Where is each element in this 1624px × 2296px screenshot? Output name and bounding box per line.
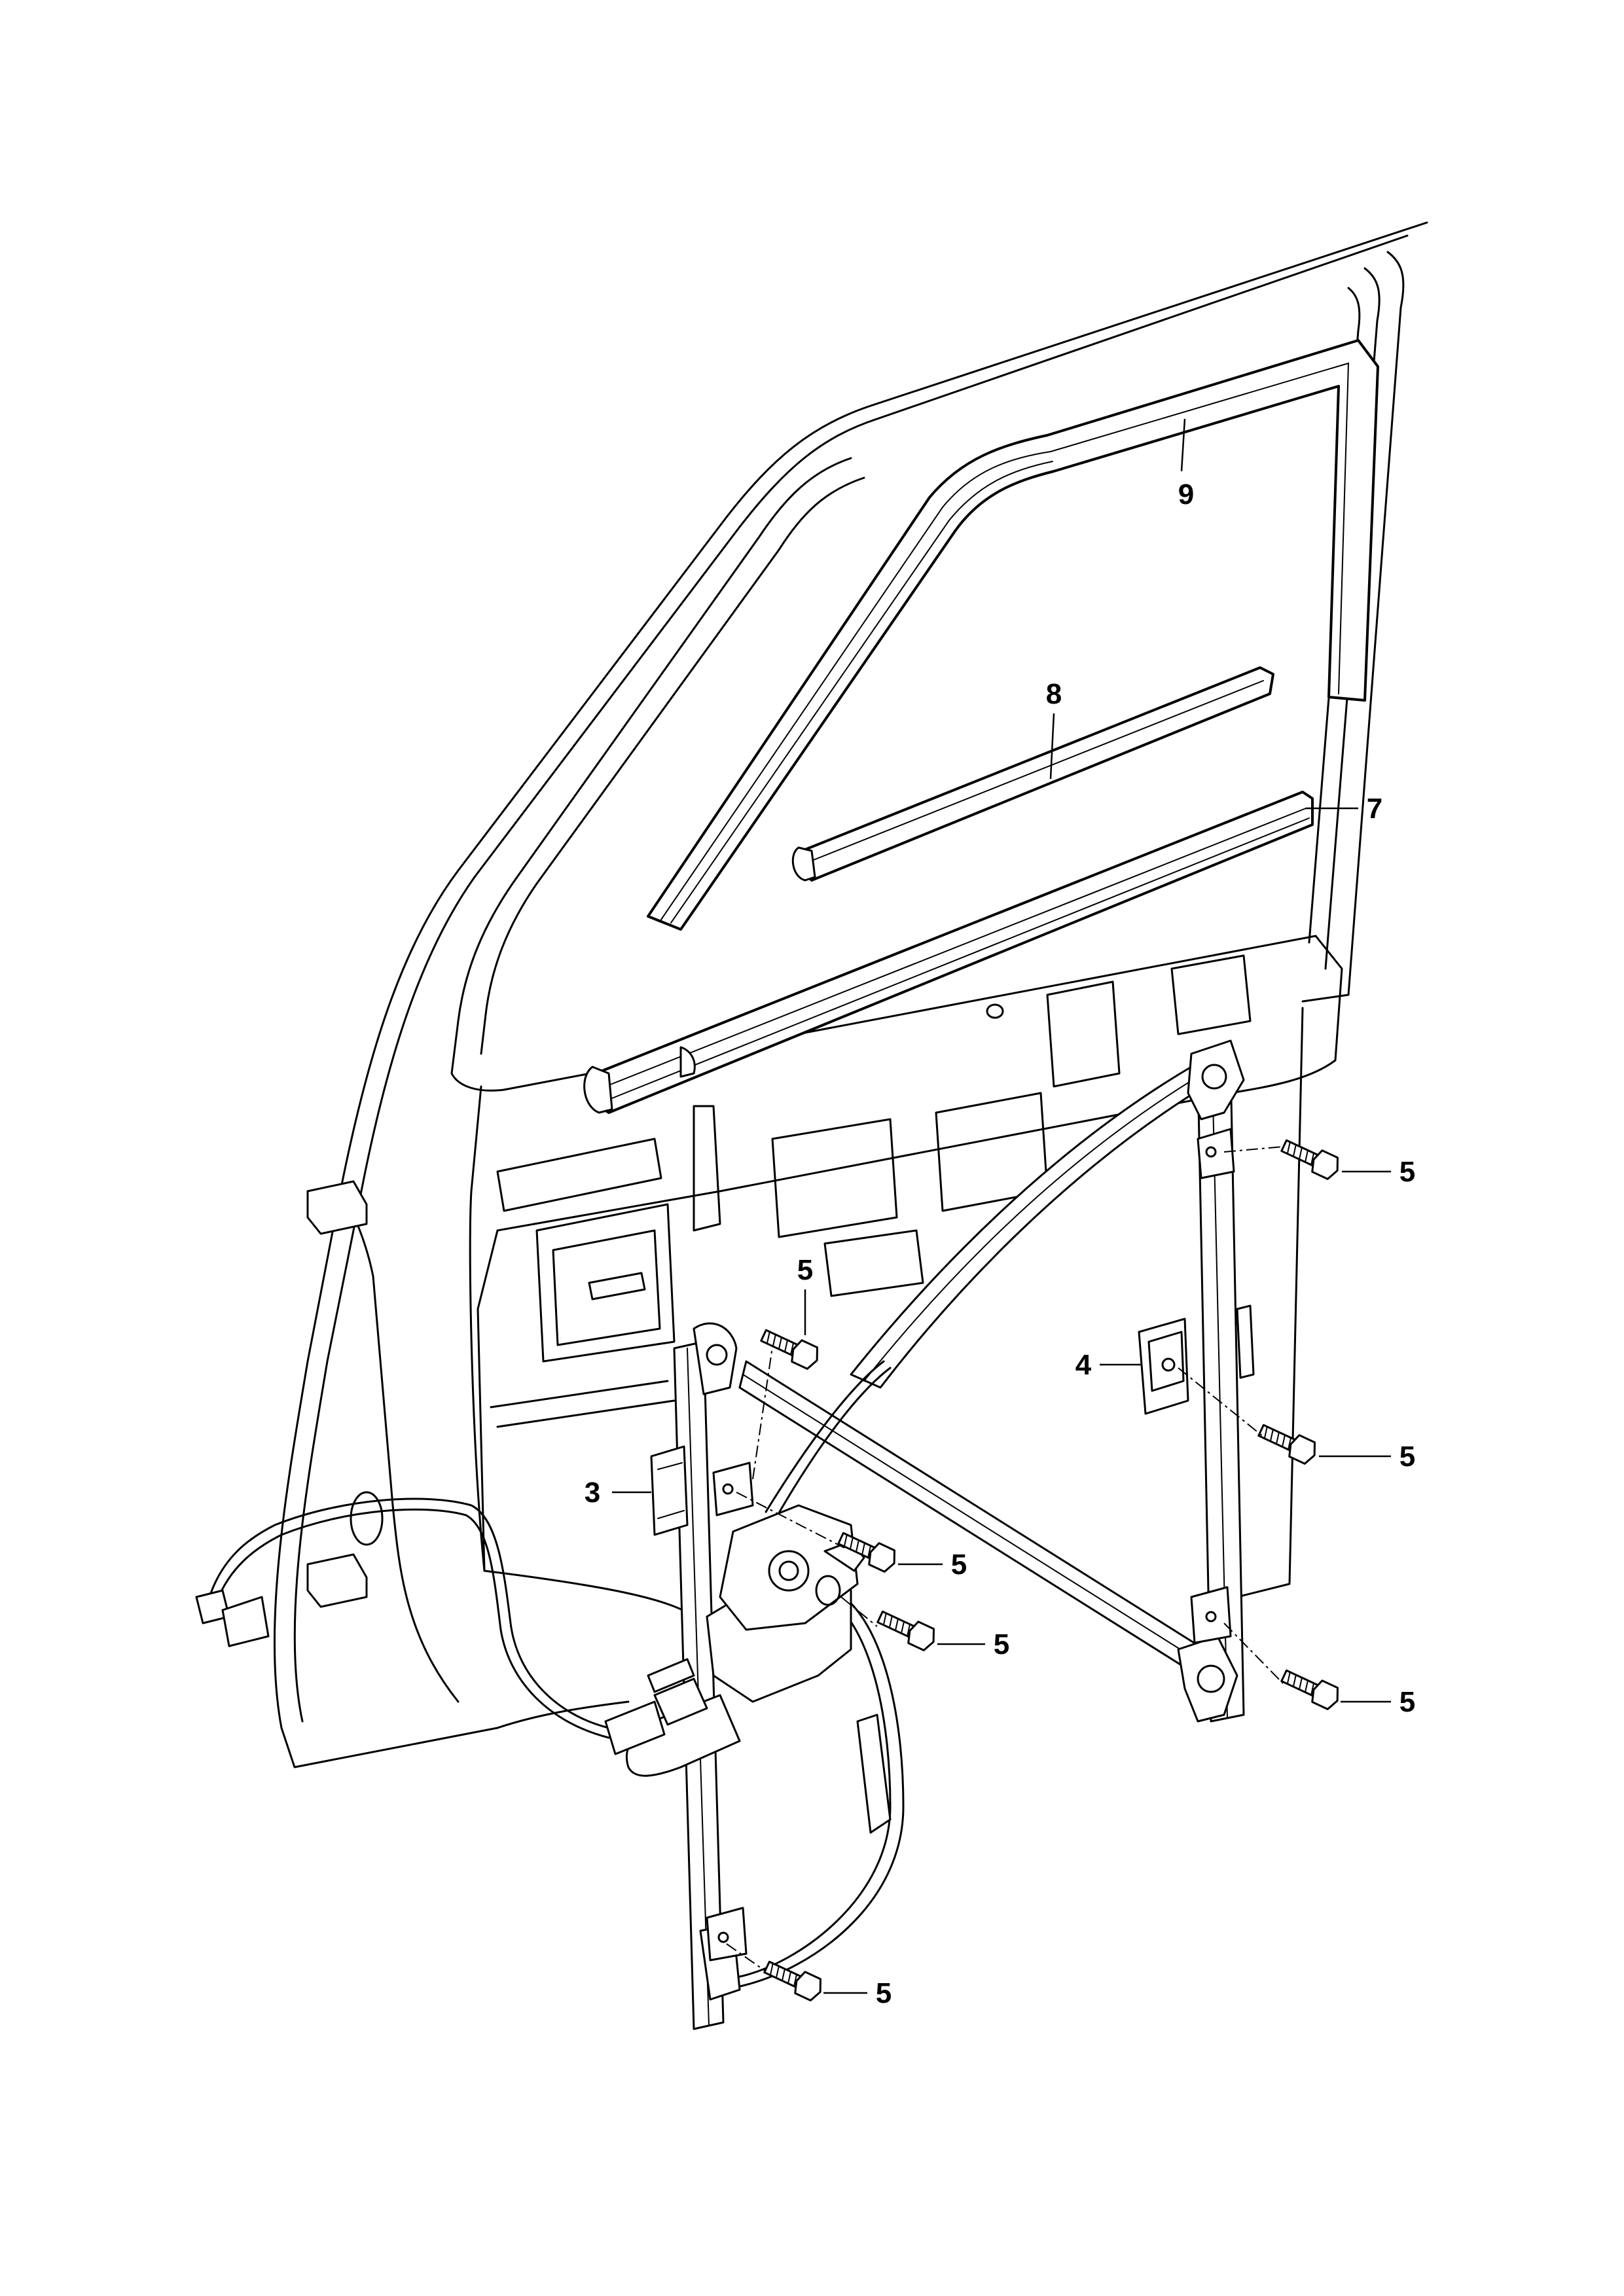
bolt	[763, 1960, 821, 2001]
window-regulator-motor	[625, 1504, 865, 1777]
glass-channel-bracket	[1138, 1304, 1255, 1415]
callout-4: 4	[1075, 1349, 1092, 1381]
leader-lines	[612, 418, 1391, 1994]
callout-5-upper-left: 5	[797, 1254, 813, 1286]
callout-5-top-right: 5	[1399, 1156, 1415, 1188]
door-window-channel-seal	[647, 339, 1379, 931]
regulator-clip	[650, 1445, 689, 1536]
bolt	[1280, 1669, 1339, 1710]
callout-5-bottom-right: 5	[1399, 1686, 1415, 1718]
callout-5-bottom-left: 5	[876, 1977, 892, 2009]
wiring-harness	[195, 1498, 666, 1755]
window-regulator	[673, 1039, 1245, 2030]
bolt	[837, 1532, 895, 1573]
callout-5-bracket: 5	[1399, 1441, 1415, 1473]
inner-belt-weatherstrip	[791, 666, 1274, 882]
outer-belt-weatherstrip	[583, 791, 1314, 1114]
bolt	[876, 1610, 935, 1651]
callout-9: 9	[1178, 478, 1194, 511]
alignment-lines	[726, 1146, 1284, 1972]
bolt	[760, 1329, 818, 1370]
callout-8: 8	[1046, 678, 1062, 710]
callout-7: 7	[1367, 793, 1382, 825]
callout-5-motor-lower: 5	[994, 1628, 1009, 1660]
bolt	[1280, 1139, 1339, 1180]
callout-labels: 9 8 7 4 3 5 5 5 5 5 5 5	[585, 478, 1415, 2009]
callout-5-motor-upper: 5	[951, 1549, 967, 1581]
door-shell	[273, 221, 1428, 1768]
bolt-group	[760, 1139, 1339, 2001]
callout-3: 3	[585, 1477, 600, 1509]
bolt	[1257, 1424, 1316, 1465]
